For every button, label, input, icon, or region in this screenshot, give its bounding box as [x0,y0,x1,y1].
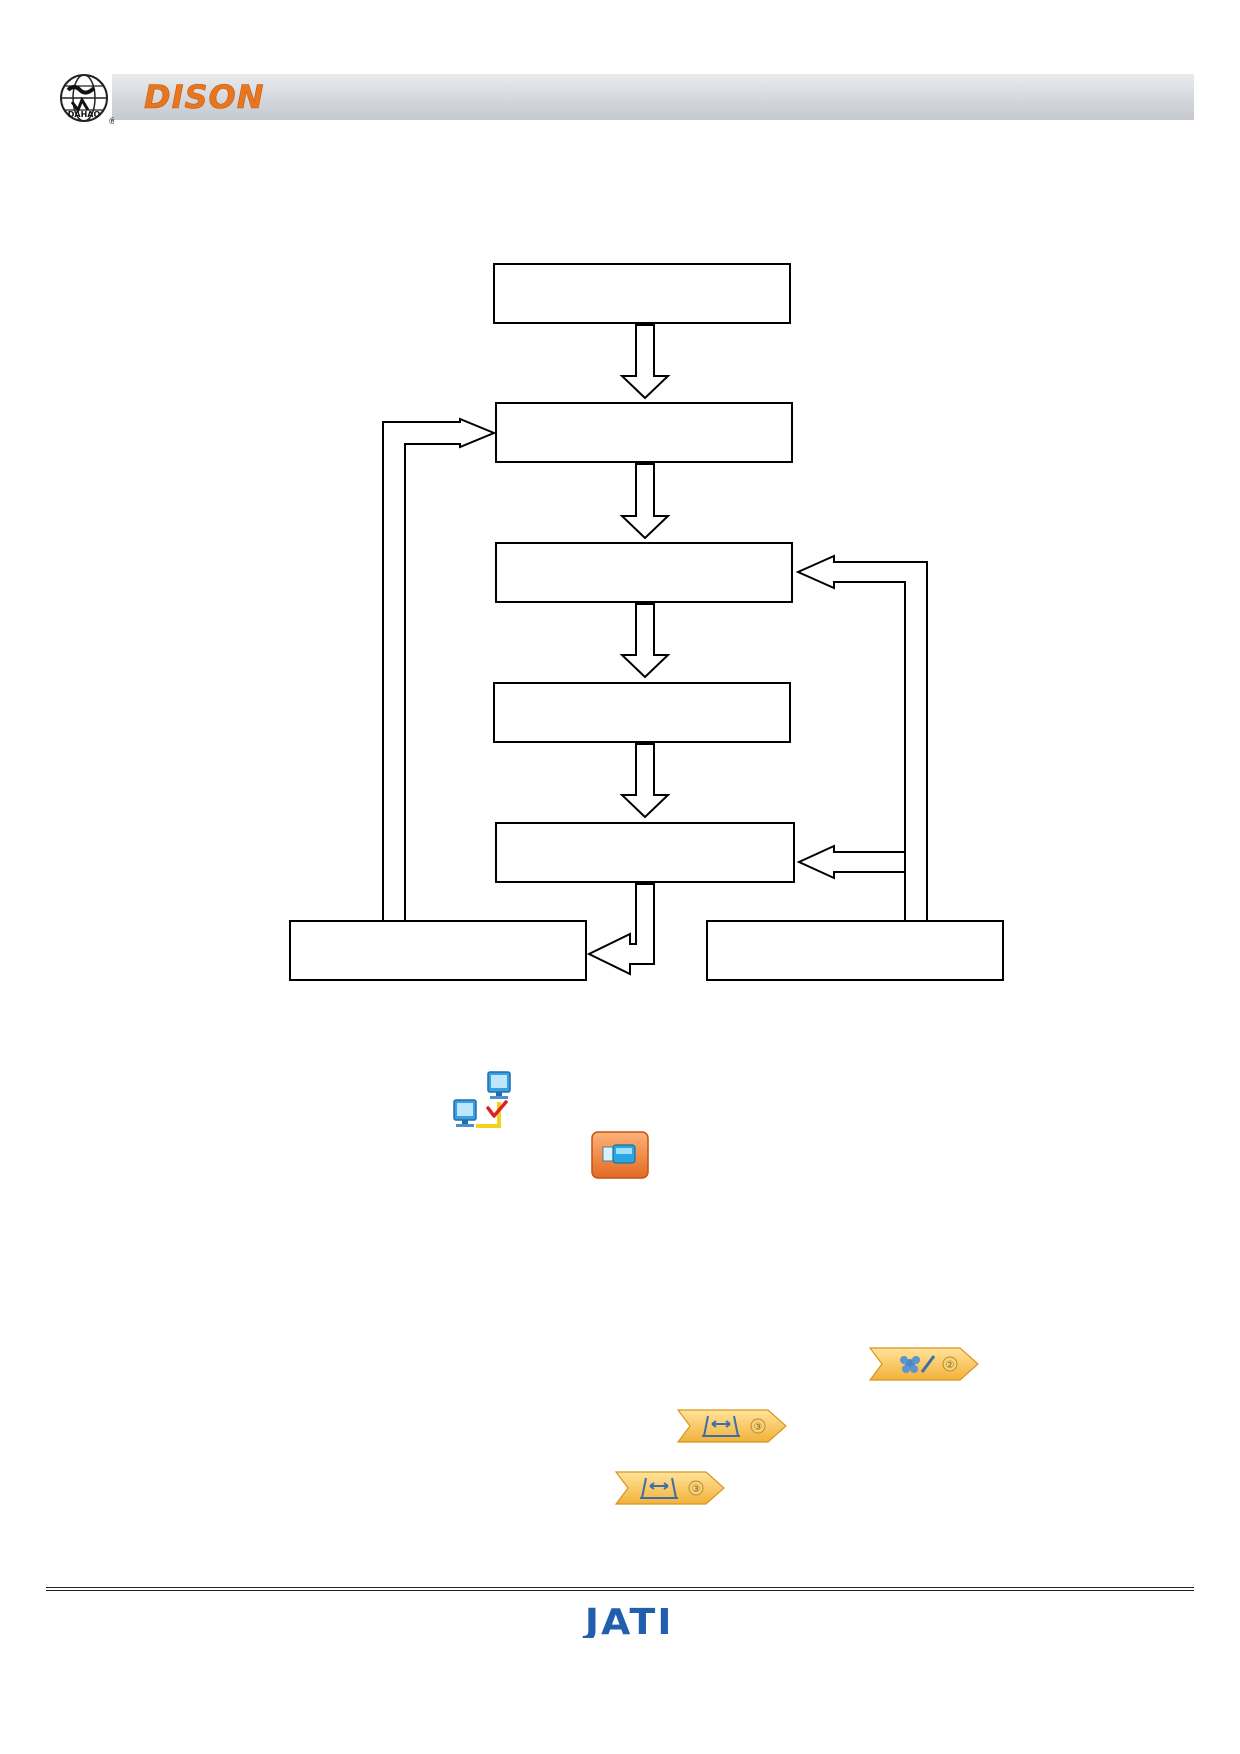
flow-box-4 [493,682,791,743]
loop-arrow-to-box-2 [382,417,497,922]
step-number: ③ [754,1422,763,1433]
footer-divider [46,1587,1194,1588]
registered-mark: ® [108,117,114,126]
down-arrow-2 [619,463,671,540]
flow-box-6 [289,920,587,981]
flow-box-2 [495,402,793,463]
jati-brand-text: JATI [582,1602,674,1638]
flow-box-3 [495,542,793,603]
flow-box-5 [495,822,795,883]
network-transfer-icon [453,1071,511,1128]
header-bar [112,74,1194,120]
elbow-arrow-to-box-6 [586,883,655,976]
frame-size-step-icon[interactable]: ③ [614,1470,726,1506]
step-number: ③ [692,1484,701,1495]
dison-logo: DISON [144,80,265,114]
down-arrow-1 [619,324,671,400]
dison-brand-text: DISON [144,80,265,114]
down-arrow-3 [619,603,671,679]
brand-mark-text: DAHAO [68,110,101,119]
down-arrow-4 [619,743,671,819]
frame-size-step-icon[interactable]: ③ [676,1408,788,1444]
branch-arrow-to-box-5 [796,844,906,880]
pattern-edit-step-icon[interactable]: ② [868,1346,980,1382]
footer-divider [46,1590,1194,1591]
flow-box-1 [493,263,791,324]
process-flowchart [289,263,1004,981]
flow-box-7 [706,920,1004,981]
dahao-globe-logo: DAHAO ® [60,74,114,126]
step-number: ② [946,1360,955,1371]
loop-arrow-to-box-3 [795,554,928,922]
usb-drive-button-icon[interactable] [591,1131,649,1179]
jati-logo: JATI [582,1602,674,1638]
